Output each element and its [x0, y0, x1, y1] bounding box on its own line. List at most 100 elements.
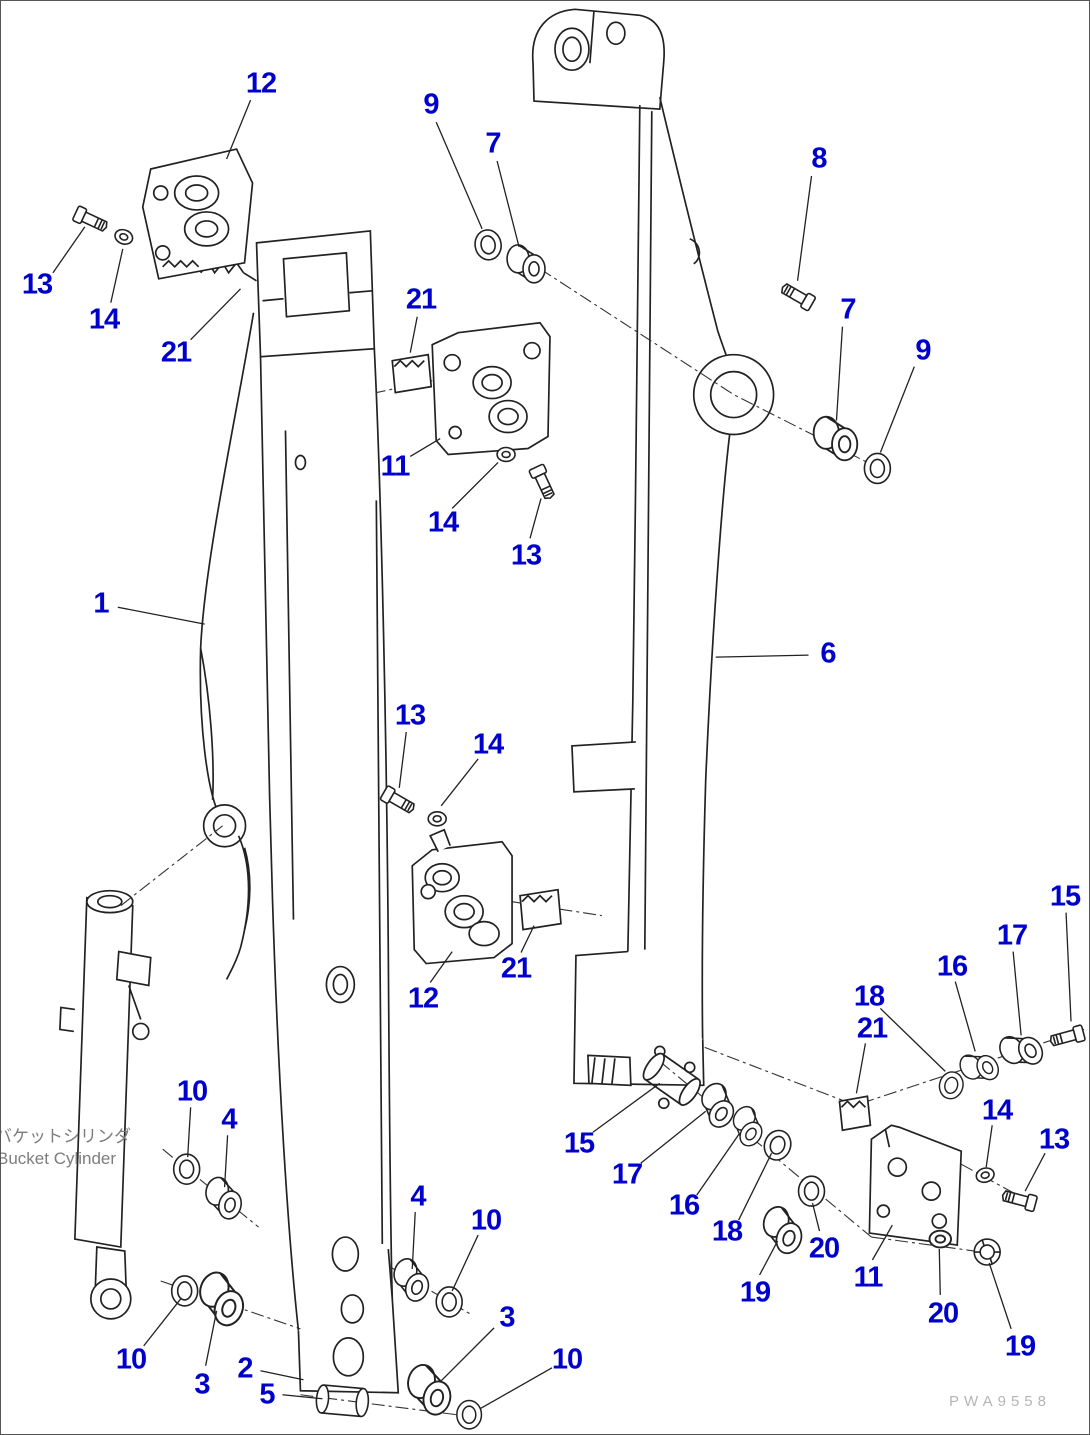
callout-label: 2	[237, 1352, 253, 1385]
callout-label: 12	[245, 67, 277, 100]
leader-line	[409, 437, 441, 458]
leader-line	[479, 1367, 553, 1410]
callout-label: 17	[611, 1158, 643, 1191]
callout-label: 21	[405, 283, 437, 316]
callout-label: 9	[423, 88, 439, 121]
callout-label: 21	[856, 1012, 888, 1045]
callout-label: 8	[811, 142, 827, 175]
leader-line	[811, 1202, 821, 1232]
leader-line	[429, 951, 453, 983]
leader-line	[1012, 951, 1022, 1036]
leader-line	[879, 1007, 946, 1072]
callout-label: 1	[93, 587, 109, 620]
leader-line	[871, 1224, 893, 1261]
caption-japanese: バケットシリンダ	[0, 1127, 131, 1146]
leader-line	[451, 462, 499, 509]
callout-label: 18	[853, 980, 885, 1013]
callout-label: 10	[176, 1075, 208, 1108]
callout-label: 3	[499, 1301, 515, 1334]
leader-line	[696, 1132, 741, 1196]
leader-line	[411, 1212, 416, 1270]
leader-line	[143, 1298, 182, 1347]
leader-line	[835, 326, 844, 421]
leader-line	[204, 1310, 218, 1366]
leader-line	[440, 1327, 495, 1382]
leader-line	[282, 1394, 323, 1400]
leader-line	[117, 606, 205, 625]
callout-label: 13	[394, 699, 426, 732]
drawing-number: PWA9558	[949, 1393, 1051, 1410]
caption-english: Bucket Cylinder	[0, 1149, 117, 1168]
callout-label: 12	[407, 982, 439, 1015]
bucket-cylinder-drawing	[59, 889, 152, 1320]
callout-label: 14	[981, 1094, 1013, 1127]
leader-line	[520, 925, 535, 953]
callout-label: 19	[1004, 1330, 1036, 1363]
callout-label: 15	[563, 1127, 595, 1160]
leader-line	[225, 99, 252, 160]
callout-label: 13	[21, 268, 53, 301]
callout-label: 3	[194, 1368, 210, 1401]
leader-line	[715, 654, 809, 658]
leader-lines	[52, 99, 1072, 1410]
callout-label: 14	[427, 506, 459, 539]
bracket-mid-lower-12	[411, 828, 562, 965]
leader-line	[451, 1234, 479, 1292]
leader-line	[796, 175, 813, 281]
leader-line	[1065, 912, 1072, 1022]
bracket-mid-upper-11	[391, 321, 551, 456]
callout-label: 7	[485, 127, 501, 160]
callout-label: 16	[668, 1189, 700, 1222]
leader-line	[398, 731, 407, 788]
bracket-bottom-right-11	[838, 1095, 963, 1246]
arm-6-drawing	[531, 8, 775, 1110]
leader-line	[110, 248, 124, 303]
callout-label: 4	[221, 1103, 237, 1136]
callout-label: 11	[853, 1261, 884, 1294]
bracket-top-left-12	[141, 148, 254, 280]
callout-label: 13	[510, 539, 542, 572]
callout-label: 14	[88, 303, 120, 336]
callout-label: 19	[739, 1276, 771, 1309]
leader-line	[640, 1110, 707, 1164]
callout-label: 18	[711, 1215, 743, 1248]
callout-label: 17	[996, 919, 1028, 952]
leader-line	[738, 1152, 773, 1221]
callout-label: 5	[259, 1378, 275, 1411]
leader-line	[409, 316, 418, 353]
callout-label: 9	[915, 334, 931, 367]
callout-label: 10	[115, 1343, 147, 1376]
callout-label: 6	[820, 637, 836, 670]
leader-line	[190, 288, 242, 341]
callout-label: 7	[840, 293, 856, 326]
leader-line	[187, 1107, 192, 1158]
leader-line	[223, 1135, 229, 1188]
callout-label: 20	[808, 1232, 840, 1265]
leader-line	[440, 758, 479, 807]
leader-line	[879, 366, 915, 453]
callout-label: 11	[380, 450, 411, 483]
leader-line	[52, 226, 86, 274]
callout-label: 10	[470, 1204, 502, 1237]
callout-label: 21	[500, 952, 532, 985]
leader-line	[592, 1082, 661, 1133]
callout-label: 20	[927, 1297, 959, 1330]
leader-line	[855, 1043, 867, 1094]
callout-label: 14	[472, 728, 504, 761]
callout-label: 13	[1038, 1123, 1070, 1156]
leader-line	[954, 981, 976, 1052]
arm-1-drawing	[199, 229, 400, 1394]
leader-line	[988, 1262, 1012, 1330]
leader-line	[496, 160, 520, 248]
leader-line	[759, 1240, 779, 1276]
leader-line	[260, 1370, 304, 1381]
callout-label: 10	[551, 1343, 583, 1376]
leader-line	[1024, 1152, 1046, 1192]
leader-line	[529, 498, 542, 539]
callout-label: 16	[936, 950, 968, 983]
leader-line	[985, 1125, 993, 1168]
leader-line	[938, 1249, 941, 1295]
